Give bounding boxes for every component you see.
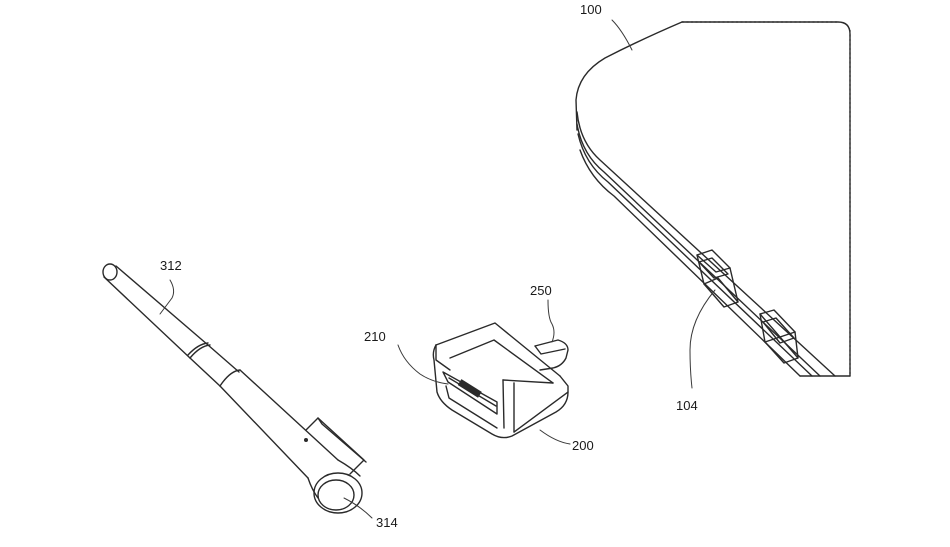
leader-314 — [343, 497, 373, 519]
laptop-side-layer-2 — [577, 133, 813, 377]
leader-312 — [159, 279, 175, 315]
reference-numerals: 100 104 200 210 250 312 314 — [160, 2, 698, 530]
cable-end-cap — [102, 263, 118, 281]
laptop-rounded-corner — [575, 21, 683, 131]
laptop-side-layer-1 — [576, 123, 821, 377]
laptop-top-edge — [681, 21, 851, 377]
laptop-port-104 — [696, 249, 739, 308]
leader-210 — [397, 344, 449, 385]
laptop-port-secondary — [759, 309, 799, 364]
adapter-tab-250 — [534, 339, 569, 371]
label-312: 312 — [160, 258, 182, 273]
laptop-side-layer-3 — [579, 149, 801, 377]
cable-assembly — [102, 263, 367, 514]
label-314: 314 — [376, 515, 398, 530]
adapter-body-outline — [432, 344, 569, 439]
label-104: 104 — [676, 398, 698, 413]
laptop-side-outer — [576, 111, 836, 377]
plug-head-314 — [307, 459, 363, 514]
cable-312-body — [103, 276, 191, 359]
label-100: 100 — [580, 2, 602, 17]
leader-200 — [539, 429, 571, 445]
laptop-device — [575, 21, 851, 377]
adapter-body-top — [435, 322, 561, 377]
plug-indicator-dot — [304, 438, 308, 442]
plug-tab — [305, 417, 365, 475]
plug-housing — [219, 385, 309, 479]
cable-strain-relief — [187, 342, 209, 356]
label-200: 200 — [572, 438, 594, 453]
leader-104 — [689, 289, 716, 389]
adapter-connector-210 — [442, 371, 498, 429]
leader-100 — [611, 19, 633, 51]
adapter — [432, 322, 569, 439]
adapter-body-front — [435, 344, 451, 371]
label-250: 250 — [530, 283, 552, 298]
label-210: 210 — [364, 329, 386, 344]
leader-250 — [547, 299, 555, 343]
leader-lines — [159, 19, 716, 519]
